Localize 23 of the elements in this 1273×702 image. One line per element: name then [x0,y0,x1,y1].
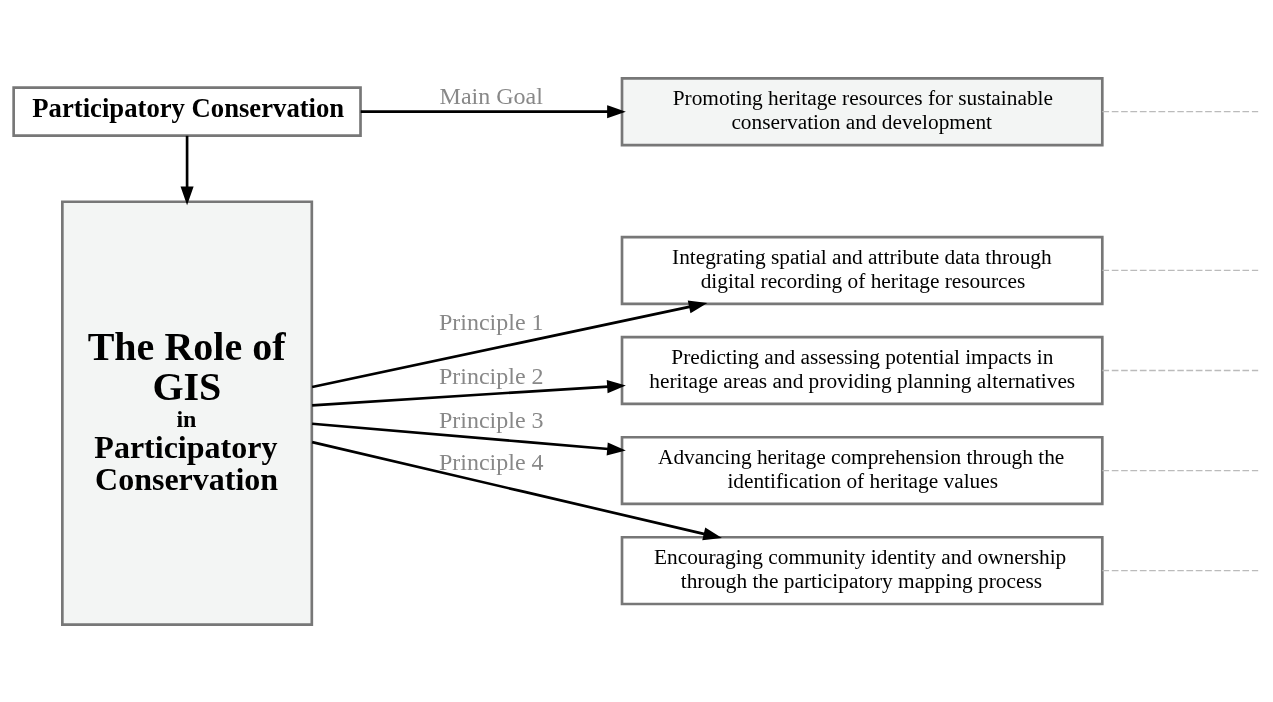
connector [1101,110,1259,112]
edge-label: Principle 3 [438,406,544,433]
node-box: The Role of GIS in Participatory Conservation [61,199,314,626]
arrow [312,421,626,455]
arrow [311,300,708,388]
node-box: Predicting and assessing potential impacts in heritage areas and providing planning alternatives [620,335,1104,405]
edge-label: Principle 1 [438,308,544,335]
edge-label: Main Goal [439,82,543,109]
connector [1101,469,1259,471]
arrow [180,135,194,205]
node-box: Advancing heritage comprehension through the identification of heritage values [620,435,1104,505]
arrow [360,104,626,118]
arrow [312,379,626,407]
connector [1101,269,1259,271]
edge-label: Principle 4 [438,448,544,475]
node-box: Promoting heritage resources for sustainable conservation and development [620,76,1104,146]
arrow [311,440,722,540]
connector [1101,569,1259,571]
node-box: Participatory Conservation [12,85,362,137]
node-box: Integrating spatial and attribute data through digital recording of heritage resources [620,235,1104,305]
connector [1101,369,1259,371]
node-box: Encouraging community identity and ownership through the participatory mapping process [620,535,1104,605]
edge-label: Principle 2 [438,362,544,389]
